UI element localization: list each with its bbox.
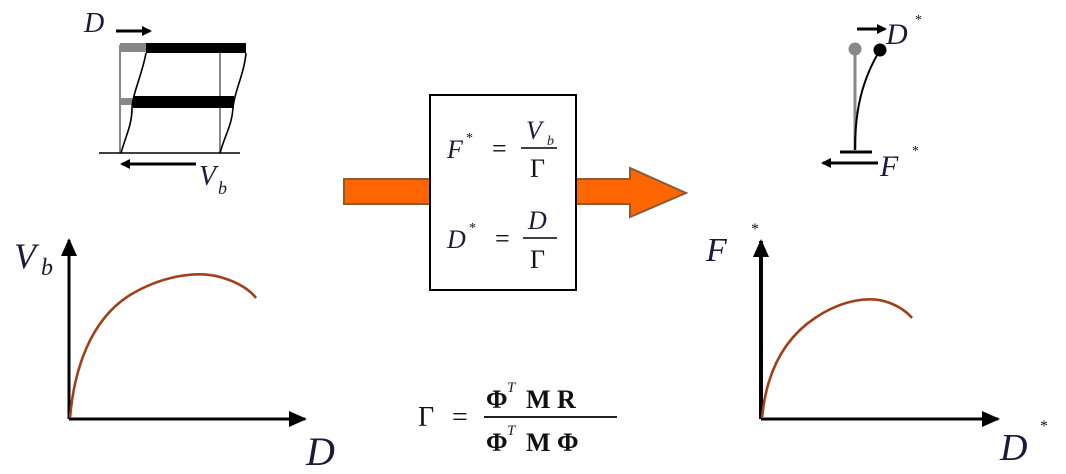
svg-text:b: b bbox=[547, 134, 554, 149]
sdof-force-star: * bbox=[912, 144, 919, 159]
mdof-x-axis-label: D bbox=[305, 429, 335, 474]
sdof-capacity-chart bbox=[753, 239, 1000, 427]
eq-displacement-conversion: D * = D Γ bbox=[446, 206, 557, 274]
sdof-displacement-label: D bbox=[885, 18, 908, 51]
sdof-displacement-star: * bbox=[915, 13, 922, 28]
svg-text:V: V bbox=[526, 116, 545, 145]
svg-text:M R: M R bbox=[526, 385, 576, 414]
svg-text:Φ: Φ bbox=[486, 385, 508, 414]
conversion-box bbox=[429, 94, 577, 291]
svg-text:=: = bbox=[495, 224, 510, 253]
mdof-capacity-curve bbox=[68, 273, 258, 419]
frame-base-shear-subscript: b bbox=[218, 178, 227, 198]
svg-text:M Φ: M Φ bbox=[526, 428, 579, 457]
sdof-y-axis-star: * bbox=[751, 221, 759, 238]
frame-displacement-label: D bbox=[83, 8, 104, 39]
mdof-y-axis-subscript: b bbox=[41, 255, 53, 281]
mdof-y-axis-label: V bbox=[14, 236, 40, 276]
svg-text:=: = bbox=[452, 402, 468, 433]
svg-text:D: D bbox=[446, 225, 466, 254]
svg-text:Φ: Φ bbox=[486, 428, 508, 457]
mdof-capacity-chart bbox=[61, 238, 307, 427]
sdof-x-axis-star: * bbox=[1040, 418, 1048, 435]
svg-text:T: T bbox=[507, 380, 517, 396]
sdof-capacity-curve bbox=[760, 298, 913, 419]
svg-text:=: = bbox=[492, 134, 507, 163]
svg-text:Γ: Γ bbox=[530, 154, 545, 183]
frame-base-shear-label: V bbox=[199, 161, 219, 192]
svg-text:D: D bbox=[527, 206, 547, 235]
mdof-frame-icon bbox=[99, 26, 247, 169]
sdof-x-axis-label: D bbox=[999, 427, 1027, 469]
sdof-y-axis-label: F bbox=[705, 232, 728, 269]
sdof-oscillator-icon bbox=[821, 24, 887, 168]
svg-text:T: T bbox=[507, 423, 517, 439]
transformation-arrow-icon bbox=[343, 166, 689, 219]
svg-text:F: F bbox=[446, 135, 464, 164]
svg-text:*: * bbox=[469, 221, 476, 236]
svg-text:Γ: Γ bbox=[418, 402, 434, 433]
participation-factor-formula: Γ = Φ T M R Φ T M Φ bbox=[418, 380, 617, 457]
eq-force-conversion: F * = V b Γ bbox=[446, 116, 557, 183]
svg-text:Γ: Γ bbox=[530, 245, 545, 274]
sdof-force-label: F bbox=[879, 150, 899, 183]
svg-text:*: * bbox=[466, 131, 473, 146]
